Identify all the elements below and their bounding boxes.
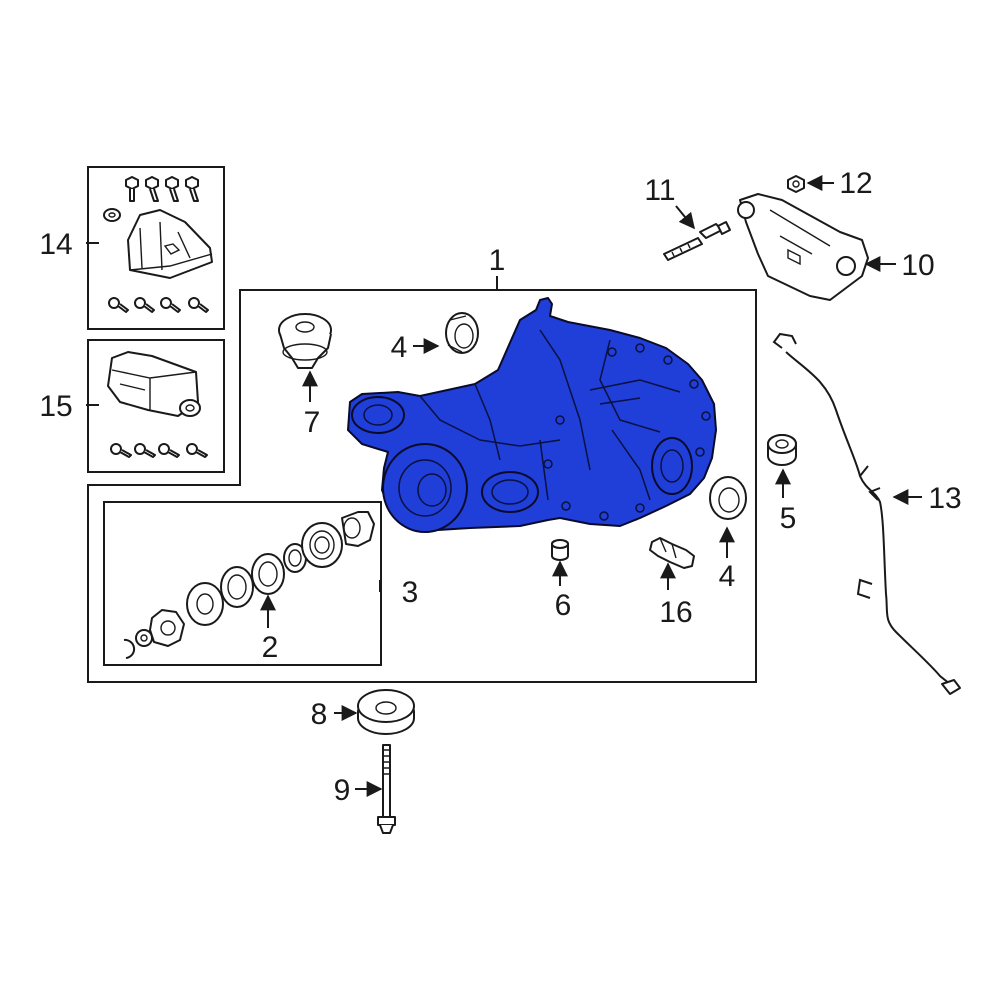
box-14 (87, 166, 225, 330)
callout-2: 2 (262, 631, 279, 664)
callout-11: 11 (644, 174, 675, 207)
differential-assembly (347, 297, 717, 533)
callout-9: 9 (334, 774, 351, 807)
callout-7: 7 (304, 406, 321, 439)
long-bolt (377, 744, 396, 834)
actuator-kit (107, 351, 208, 458)
control-module (737, 193, 869, 301)
box-main-assembly (87, 289, 757, 683)
box-15-outline (87, 339, 225, 473)
plug (767, 434, 797, 466)
callout-1: 1 (489, 244, 506, 277)
vent-hose (772, 332, 961, 695)
callout-12: 12 (839, 167, 872, 200)
callout-10: 10 (901, 249, 934, 282)
cover-bolts (543, 343, 711, 521)
flange-nut (787, 175, 805, 193)
callout-8: 8 (311, 698, 328, 731)
callout-labels: 1 2 3 4 4 5 6 7 8 9 10 11 12 13 14 15 16 (39, 167, 961, 807)
leader-lines (86, 175, 922, 797)
bolt-row-bottom (108, 297, 209, 313)
axle-seal-upper (445, 312, 479, 354)
callout-3: 3 (402, 576, 419, 609)
upper-mount-bushing (278, 313, 332, 369)
stud-bolt (663, 221, 731, 261)
axle-seal-lower (709, 476, 747, 520)
callout-13: 13 (928, 482, 961, 515)
callout-5: 5 (780, 502, 797, 535)
temperature-sensor (649, 537, 695, 569)
mount-bracket-kit (103, 176, 213, 313)
callout-4-upper: 4 (391, 331, 408, 364)
pinion-bearing-components (123, 511, 375, 659)
dowel-bushing (551, 539, 569, 561)
callout-16: 16 (659, 596, 692, 629)
mount-pad (357, 689, 415, 735)
callout-15: 15 (39, 390, 72, 423)
callout-4-lower: 4 (719, 560, 736, 593)
bolt-row-top (125, 176, 199, 202)
callout-14: 14 (39, 228, 72, 261)
callout-6: 6 (555, 589, 572, 622)
